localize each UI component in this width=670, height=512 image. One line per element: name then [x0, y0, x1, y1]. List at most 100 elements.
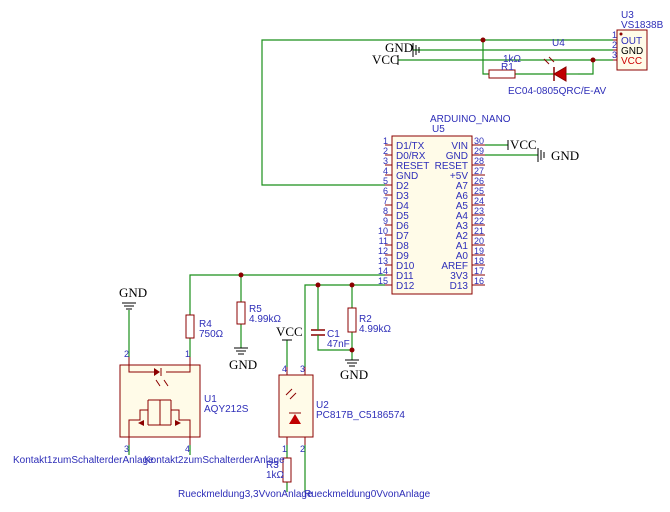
- u5-pin-number: 2: [383, 146, 388, 156]
- junction-dot: [315, 282, 321, 288]
- c1-capacitor: C1 47nF: [311, 322, 350, 350]
- u5-pin-name: D6: [396, 221, 409, 232]
- led-triangle: [553, 66, 567, 82]
- r4-ref: R4: [199, 319, 212, 330]
- u5-pin-name: GND: [396, 171, 418, 182]
- u5-pin-name: D1/TX: [396, 141, 425, 152]
- u2-light-arrow: [285, 388, 293, 396]
- u3-ir-receiver: U3 VS1838B 1 2 3 OUT GND VCC: [612, 10, 664, 71]
- u5-pin-number: 14: [378, 266, 388, 276]
- u5-pin-name: A0: [456, 251, 469, 262]
- led-arrow: [548, 56, 555, 63]
- junction-dot: [238, 272, 244, 278]
- r3-body: [282, 457, 292, 483]
- u5-body: [391, 135, 473, 295]
- u3-pin-gnd: GND: [621, 46, 643, 57]
- r2-body: [347, 307, 357, 333]
- junction-dot: [590, 57, 596, 63]
- wire-d12: [304, 284, 385, 367]
- u5-pin-number: 19: [474, 246, 484, 256]
- u5-pin-number: 28: [474, 156, 484, 166]
- u5-pin-number: 6: [383, 186, 388, 196]
- r1-value: 1kΩ: [503, 54, 522, 65]
- u1-light-arrow: [155, 379, 161, 387]
- u5-pin-name: A2: [456, 231, 469, 242]
- gnd-label: GND: [340, 367, 368, 382]
- u5-pin-name: D7: [396, 231, 409, 242]
- u5-pin-name: A6: [456, 191, 469, 202]
- wire-ir-out-to-d2: [261, 39, 613, 186]
- u2-ref: U2: [316, 400, 329, 411]
- u1-pin-num: 1: [185, 349, 190, 359]
- vcc-label: VCC: [276, 324, 303, 339]
- u5-pin-name: GND: [446, 151, 468, 162]
- u5-pin-number: 27: [474, 166, 484, 176]
- u5-pin-name: AREF: [441, 261, 468, 272]
- net-label-kontakt1: Kontakt1zumSchalterderAnlage: [13, 455, 154, 466]
- u1-mosfet-right: [171, 409, 191, 437]
- u5-pin-number: 1: [383, 136, 388, 146]
- u3-pin-num: 2: [612, 40, 617, 50]
- u5-pin-number: 3: [383, 156, 388, 166]
- u5-pin-number: 23: [474, 206, 484, 216]
- r2-resistor: R2 4.99kΩ: [347, 307, 391, 335]
- u2-pin-num: 2: [300, 444, 305, 454]
- u5-pin-name: D13: [450, 281, 469, 292]
- u5-pin-name: A5: [456, 201, 469, 212]
- u5-pin-number: 4: [383, 166, 388, 176]
- r5-body: [236, 301, 246, 325]
- junction-dot: [480, 37, 486, 43]
- gnd-label: GND: [229, 357, 257, 372]
- u2-value: PC817B_C5186574: [316, 410, 405, 421]
- u3-pin-num: 3: [612, 50, 617, 60]
- gnd-label: GND: [551, 148, 579, 163]
- u2-optocoupler: 4 3 1 2 U2 PC817B_C5186574: [278, 364, 405, 454]
- u4-label: U4: [552, 38, 565, 49]
- u1-internal-wire: [128, 365, 154, 373]
- u5-pin-name: A7: [456, 181, 469, 192]
- u5-pin-name: VIN: [451, 141, 468, 152]
- wires: [128, 39, 613, 492]
- u1-pin-num: 4: [185, 444, 190, 454]
- u5-pin-number: 26: [474, 176, 484, 186]
- wire-led-vcc: [578, 60, 594, 75]
- u3-pin-num: 1: [612, 30, 617, 40]
- u5-pin-number: 17: [474, 266, 484, 276]
- u5-pin-name: D10: [396, 261, 415, 272]
- led-arrow: [543, 58, 550, 65]
- u2-pin-num: 4: [282, 364, 287, 374]
- u5-pin-number: 7: [383, 196, 388, 206]
- u5-pin-name: A1: [456, 241, 469, 252]
- r1-resistor: 1kΩ R1: [488, 54, 522, 79]
- junctions: [238, 37, 596, 353]
- r3-ref: R3: [266, 460, 279, 471]
- r2-value: 4.99kΩ: [359, 324, 391, 335]
- u5-pin-number: 21: [474, 226, 484, 236]
- u3-value: VS1838B: [621, 20, 664, 31]
- u2-led-triangle: [289, 414, 301, 424]
- r2-ref: R2: [359, 314, 372, 325]
- u5-pin-number: 13: [378, 256, 388, 266]
- r5-value: 4.99kΩ: [249, 314, 281, 325]
- u5-pin-name: RESET: [435, 161, 468, 172]
- u5-pin-name: D3: [396, 191, 409, 202]
- u5-pin-name: D2: [396, 181, 409, 192]
- u3-pin-vcc: VCC: [621, 56, 642, 67]
- u2-body: [278, 374, 314, 438]
- gnd-symbol-r5: GND: [229, 347, 257, 372]
- u1-led-triangle: [154, 368, 160, 376]
- gnd-symbol-top: GND: [385, 40, 420, 57]
- u5-pin-name: A3: [456, 221, 469, 232]
- net-label-kontakt2: Kontakt2zumSchalterderAnlage: [144, 455, 285, 466]
- led-value: EC04-0805QRC/E-AV: [508, 86, 607, 97]
- led-diode: EC04-0805QRC/E-AV: [508, 56, 607, 97]
- vcc-label: VCC: [510, 137, 537, 152]
- vcc-symbol-top: VCC: [372, 52, 399, 67]
- u1-solid-state-relay: 2 1 3 4 U1 AQY212S: [119, 349, 249, 454]
- r3-value: 1kΩ: [266, 470, 285, 481]
- vcc-symbol-arduino: VCC: [507, 137, 537, 152]
- r1-body: [488, 69, 516, 79]
